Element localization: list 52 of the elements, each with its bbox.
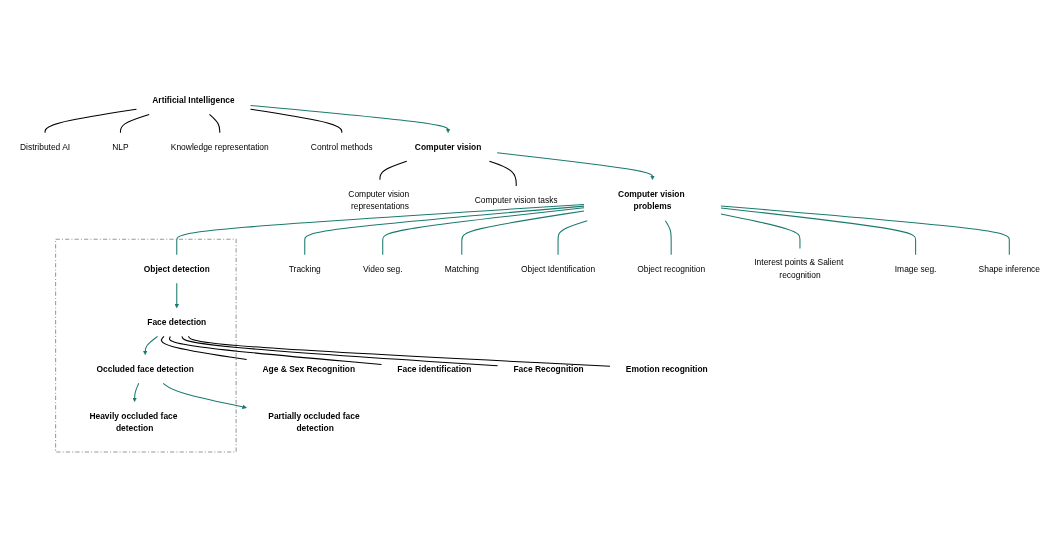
node-text: Partially occluded face detection [268, 411, 360, 433]
connector [304, 205, 585, 256]
node-text: NLP [112, 142, 129, 152]
connector [160, 335, 248, 361]
node-text: Distributed AI [20, 142, 71, 152]
arrow [142, 335, 159, 356]
node-text: Tracking [288, 264, 321, 274]
node-text: Face detection [147, 317, 207, 327]
node-text: Heavily occluded face detection [89, 411, 178, 433]
connector [557, 220, 588, 256]
connector [720, 207, 917, 256]
node-text: Face identification [397, 364, 472, 374]
node-text: Knowledge representation [170, 142, 269, 152]
arrow [496, 152, 655, 180]
connector [461, 210, 585, 256]
connector [168, 335, 383, 365]
node-text: Shape inference [978, 264, 1040, 274]
arrow [174, 282, 180, 309]
connector [664, 220, 672, 256]
connector [181, 335, 499, 367]
arrow [162, 382, 247, 410]
node-text: Computer vision representations [348, 189, 410, 211]
node-text: Age & Sex Recognition [262, 364, 356, 374]
node-text: Computer vision tasks [474, 195, 558, 205]
node-text: Computer vision [414, 142, 482, 152]
connector [382, 207, 585, 256]
node-text: Artificial Intelligence [152, 95, 235, 105]
connector [176, 204, 585, 256]
connector [44, 108, 137, 134]
node-text: Object recognition [637, 264, 706, 274]
node-text: Image seg. [894, 264, 937, 274]
connector [720, 213, 801, 249]
node-text: Video seg. [362, 264, 403, 274]
connector [720, 205, 1010, 256]
cluster [55, 238, 237, 453]
node-text: Object detection [143, 264, 210, 274]
node-text: Occluded face detection [96, 364, 194, 374]
connector [379, 160, 408, 181]
connector [119, 113, 150, 134]
node-text: Emotion recognition [625, 364, 708, 374]
connector [488, 160, 517, 187]
arrow [249, 104, 451, 134]
node-text: Matching [444, 264, 479, 274]
node-text: Face Recognition [513, 364, 584, 374]
connector [187, 335, 611, 367]
node-text: Computer vision problems [618, 189, 685, 211]
arrow [132, 382, 140, 402]
connector [249, 108, 343, 134]
node-text: Interest points & Salient recognition [754, 257, 844, 280]
node-text: Object Identification [521, 264, 596, 274]
connector [208, 113, 221, 134]
node-text: Control methods [310, 142, 373, 152]
